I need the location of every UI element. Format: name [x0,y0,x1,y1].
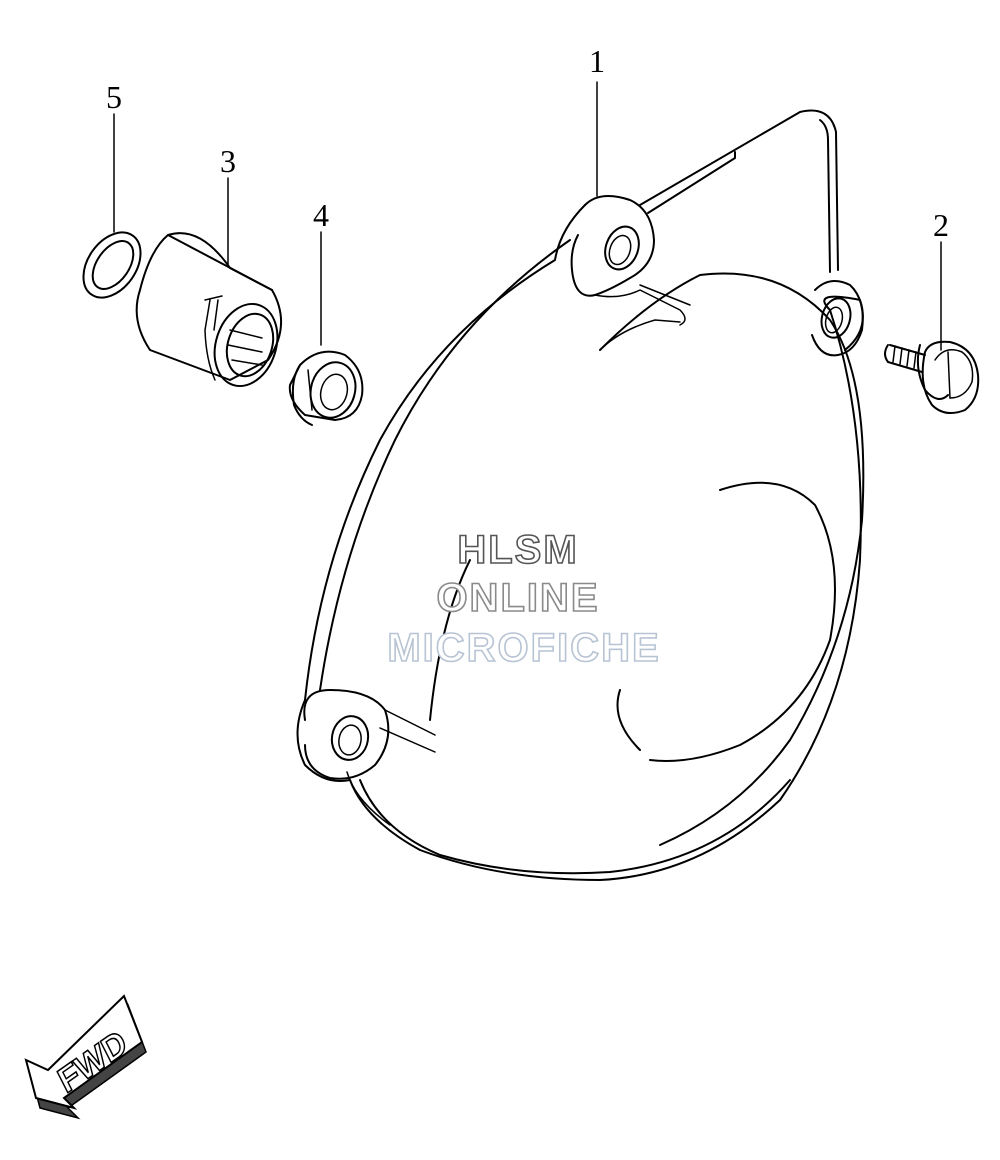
part-bolt[interactable] [884,340,980,415]
watermark-line-1: HLSM [457,528,578,572]
part-oring[interactable] [72,222,153,309]
watermark-line-2: ONLINE [436,576,599,620]
part-sleeve[interactable] [135,232,288,394]
callout-4[interactable]: 4 [313,197,329,233]
part-cover[interactable] [296,109,865,881]
callout-2[interactable]: 2 [933,207,949,243]
leader-lines [113,81,942,351]
callout-5[interactable]: 5 [106,79,122,115]
watermark: HLSM ONLINE MICROFICHE [387,527,660,671]
callout-3[interactable]: 3 [220,143,236,179]
part-nut[interactable] [288,350,364,426]
watermark-line-3: MICROFICHE [387,626,660,670]
callout-1[interactable]: 1 [589,43,605,79]
fwd-arrow-icon: FWD [24,994,147,1120]
